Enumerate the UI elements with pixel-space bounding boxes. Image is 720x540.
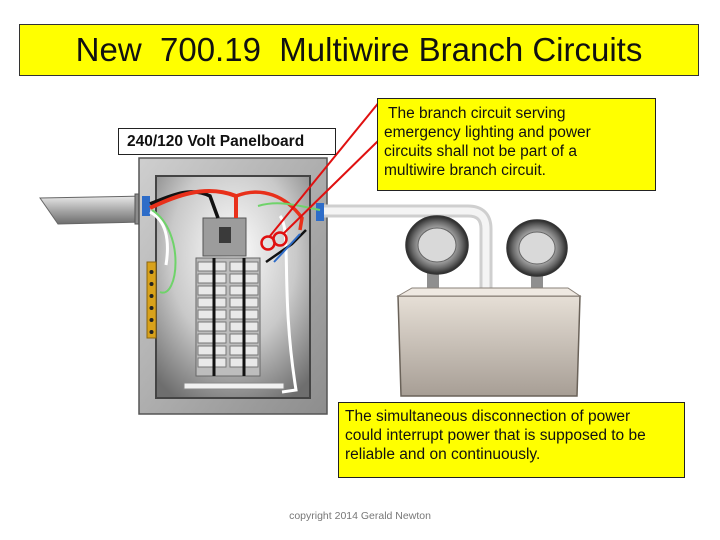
copyright-text: copyright 2014 Gerald Newton: [289, 510, 431, 522]
conduit-icon: [39, 193, 148, 225]
emergency-light-icon: [396, 215, 582, 397]
panelboard-icon: [138, 157, 328, 415]
emergency-circuit-note: The branch circuit serving emergency lig…: [377, 98, 656, 191]
note-line: The branch circuit serving: [384, 105, 566, 122]
note-line: circuits shall not be part of a: [384, 143, 577, 160]
note-line: multiwire branch circuit.: [384, 162, 546, 179]
panelboard-label: 240/120 Volt Panelboard: [118, 128, 336, 155]
note-line: reliable and on continuously.: [345, 446, 541, 463]
note-line: emergency lighting and power: [384, 124, 591, 141]
note-line: could interrupt power that is supposed t…: [345, 427, 646, 444]
slide-title: New 700.19 Multiwire Branch Circuits: [19, 24, 699, 76]
note-line: The simultaneous disconnection of power: [345, 408, 631, 425]
disconnection-note: The simultaneous disconnection of power …: [338, 402, 685, 478]
